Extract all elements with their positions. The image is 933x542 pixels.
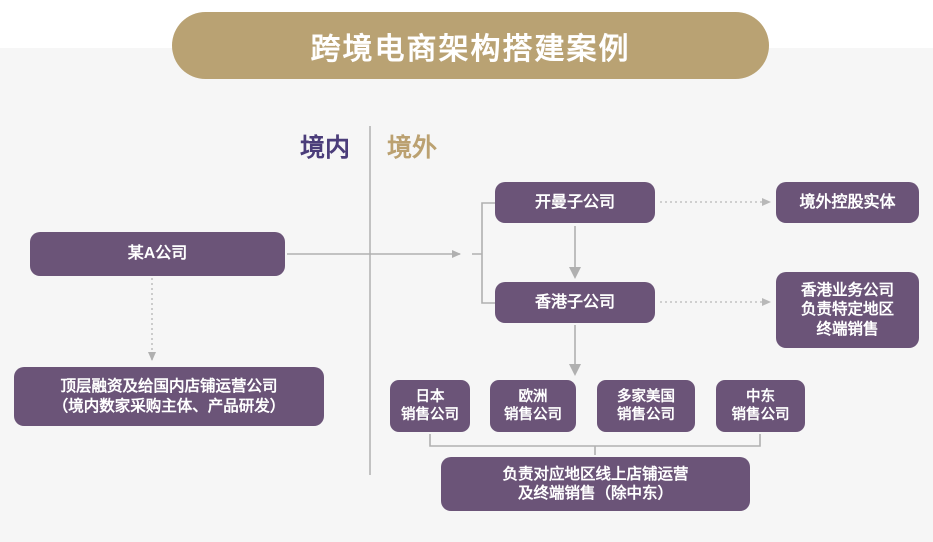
node-middleeast-sales-company[interactable]: 中东 销售公司 — [716, 380, 805, 432]
node-cayman-subsidiary[interactable]: 开曼子公司 — [495, 182, 655, 223]
page-title: 跨境电商架构搭建案例 — [310, 32, 631, 66]
node-hk-business-line2: 负责特定地区 — [800, 301, 894, 319]
node-usa-line1: 多家美国 — [617, 388, 675, 405]
node-top-financing-label: 顶层融资及给国内店铺运营公司 （境内数家采购主体、产品研发） — [53, 377, 286, 416]
node-a-company[interactable]: 某A公司 — [30, 232, 285, 276]
node-a-company-label: 某A公司 — [127, 245, 188, 262]
node-middleeast-line1: 中东 — [746, 388, 775, 405]
node-top-financing-line2: （境内数家采购主体、产品研发） — [52, 397, 286, 415]
region-label-overseas: 境外 — [387, 134, 438, 162]
node-hongkong-business-company[interactable]: 香港业务公司 负责特定地区 终端销售 — [776, 272, 919, 348]
page-title-banner: 跨境电商架构搭建案例 — [172, 12, 769, 79]
node-usa-label: 多家美国 销售公司 — [617, 388, 675, 424]
node-cayman-label: 开曼子公司 — [534, 193, 615, 211]
node-japan-line2: 销售公司 — [401, 407, 459, 423]
node-overseas-holding-entity[interactable]: 境外控股实体 — [776, 182, 919, 223]
node-usa-sales-company[interactable]: 多家美国 销售公司 — [597, 380, 695, 432]
node-hk-business-label: 香港业务公司 负责特定地区 终端销售 — [801, 281, 894, 339]
node-bottom-desc-line2: 及终端销售（除中东） — [517, 485, 673, 502]
node-japan-line1: 日本 — [415, 388, 445, 405]
node-europe-sales-company[interactable]: 欧洲 销售公司 — [490, 380, 576, 432]
node-middleeast-label: 中东 销售公司 — [732, 388, 790, 424]
region-label-domestic: 境内 — [300, 134, 351, 162]
node-japan-sales-company[interactable]: 日本 销售公司 — [390, 380, 470, 432]
node-europe-line1: 欧洲 — [518, 388, 548, 405]
node-hongkong-subsidiary[interactable]: 香港子公司 — [495, 282, 655, 323]
node-middleeast-line2: 销售公司 — [731, 407, 790, 423]
node-hongkong-label: 香港子公司 — [534, 293, 615, 311]
node-bottom-desc-line1: 负责对应地区线上店铺运营 — [502, 465, 689, 483]
node-hk-business-line1: 香港业务公司 — [800, 281, 894, 299]
node-usa-line2: 销售公司 — [617, 407, 675, 423]
node-top-financing[interactable]: 顶层融资及给国内店铺运营公司 （境内数家采购主体、产品研发） — [14, 367, 324, 426]
node-europe-label: 欧洲 销售公司 — [504, 388, 562, 424]
node-bottom-desc-label: 负责对应地区线上店铺运营 及终端销售（除中东） — [502, 465, 688, 504]
node-sales-responsibility-description[interactable]: 负责对应地区线上店铺运营 及终端销售（除中东） — [441, 457, 750, 511]
node-overseas-holding-label: 境外控股实体 — [799, 193, 896, 211]
node-japan-label: 日本 销售公司 — [401, 388, 459, 424]
node-europe-line2: 销售公司 — [504, 407, 562, 423]
node-hk-business-line3: 终端销售 — [816, 320, 879, 338]
node-top-financing-line1: 顶层融资及给国内店铺运营公司 — [60, 378, 278, 396]
